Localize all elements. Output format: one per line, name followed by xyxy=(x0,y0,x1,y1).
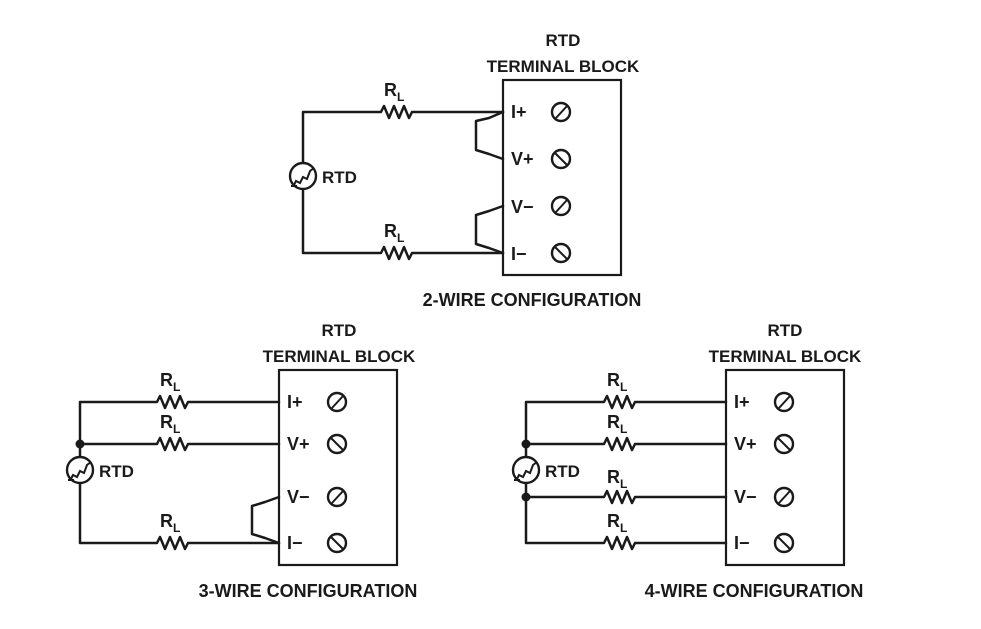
screw-icon xyxy=(550,242,572,264)
lead-wire-i-plus xyxy=(78,394,281,446)
screw-icon xyxy=(326,486,348,508)
rtd-label: RTD xyxy=(99,462,134,481)
caption: 3-WIRE CONFIGURATION xyxy=(199,581,418,601)
terminal-label-v-minus: V− xyxy=(511,197,534,217)
screw-icon xyxy=(773,532,795,554)
junction-dot xyxy=(521,439,531,449)
heading-terminal-block: TERMINAL BLOCK xyxy=(709,347,862,366)
jumper-i-plus-v-plus xyxy=(474,110,505,161)
heading-rtd: RTD xyxy=(768,321,803,340)
resistor-label: R xyxy=(607,370,620,390)
lead-wire-top xyxy=(301,104,505,165)
heading-terminal-block: TERMINAL BLOCK xyxy=(263,347,416,366)
terminal-label-i-minus: I− xyxy=(511,244,527,264)
caption: 2-WIRE CONFIGURATION xyxy=(423,290,642,310)
terminal-label-v-plus: V+ xyxy=(287,434,310,454)
resistor-label: R xyxy=(384,80,397,100)
screw-icon xyxy=(773,391,795,413)
screw-icon xyxy=(326,391,348,413)
heading-terminal-block: TERMINAL BLOCK xyxy=(487,57,640,76)
resistor-label: R xyxy=(607,467,620,487)
heading-rtd: RTD xyxy=(322,321,357,340)
rtd-element-icon xyxy=(288,161,318,191)
lead-wire-v-plus xyxy=(524,436,728,452)
lead-wire-i-minus xyxy=(524,495,728,551)
junction-dot xyxy=(521,492,531,502)
heading-rtd: RTD xyxy=(546,31,581,50)
caption: 4-WIRE CONFIGURATION xyxy=(645,581,864,601)
terminal-label-i-minus: I− xyxy=(734,533,750,553)
screw-icon xyxy=(550,148,572,170)
screw-icon xyxy=(550,195,572,217)
resistor-label: R xyxy=(160,412,173,432)
jumper-v-minus-i-minus xyxy=(474,204,505,255)
resistor-subscript: L xyxy=(173,521,180,535)
screw-icon xyxy=(773,486,795,508)
resistor-subscript: L xyxy=(620,380,627,394)
screw-icon xyxy=(326,433,348,455)
resistor-label: R xyxy=(607,412,620,432)
panel-4-wire: RTD TERMINAL BLOCK I+ V+ V− I− RTD R L R… xyxy=(511,321,864,601)
terminal-label-i-minus: I− xyxy=(287,533,303,553)
screw-icon xyxy=(326,532,348,554)
screw-icon xyxy=(550,101,572,123)
terminal-label-i-plus: I+ xyxy=(511,102,527,122)
terminal-label-i-plus: I+ xyxy=(734,392,750,412)
resistor-label: R xyxy=(160,370,173,390)
resistor-subscript: L xyxy=(397,90,404,104)
lead-wire-v-minus xyxy=(524,489,728,505)
rtd-label: RTD xyxy=(322,168,357,187)
rtd-label: RTD xyxy=(545,462,580,481)
lead-wire-bottom xyxy=(301,187,505,261)
resistor-subscript: L xyxy=(620,477,627,491)
terminal-label-v-minus: V− xyxy=(287,487,310,507)
screw-icon xyxy=(773,433,795,455)
resistor-label: R xyxy=(607,511,620,531)
resistor-subscript: L xyxy=(173,380,180,394)
jumper-v-minus-i-minus xyxy=(250,495,281,545)
junction-dot xyxy=(75,439,85,449)
terminal-label-i-plus: I+ xyxy=(287,392,303,412)
panel-2-wire: RTD TERMINAL BLOCK I+ V+ V− I− RTD R L R… xyxy=(288,31,642,310)
rtd-element-icon xyxy=(65,455,95,485)
resistor-label: R xyxy=(160,511,173,531)
resistor-label: R xyxy=(384,221,397,241)
lead-wire-v-plus xyxy=(78,436,281,452)
lead-wire-i-plus xyxy=(524,394,728,446)
terminal-label-v-plus: V+ xyxy=(511,149,534,169)
resistor-subscript: L xyxy=(620,422,627,436)
resistor-subscript: L xyxy=(620,521,627,535)
lead-wire-i-minus xyxy=(78,481,281,551)
rtd-element-icon xyxy=(511,455,541,485)
resistor-subscript: L xyxy=(173,422,180,436)
terminal-label-v-plus: V+ xyxy=(734,434,757,454)
terminal-label-v-minus: V− xyxy=(734,487,757,507)
resistor-subscript: L xyxy=(397,231,404,245)
panel-3-wire: RTD TERMINAL BLOCK I+ V+ V− I− RTD R L R… xyxy=(65,321,418,601)
